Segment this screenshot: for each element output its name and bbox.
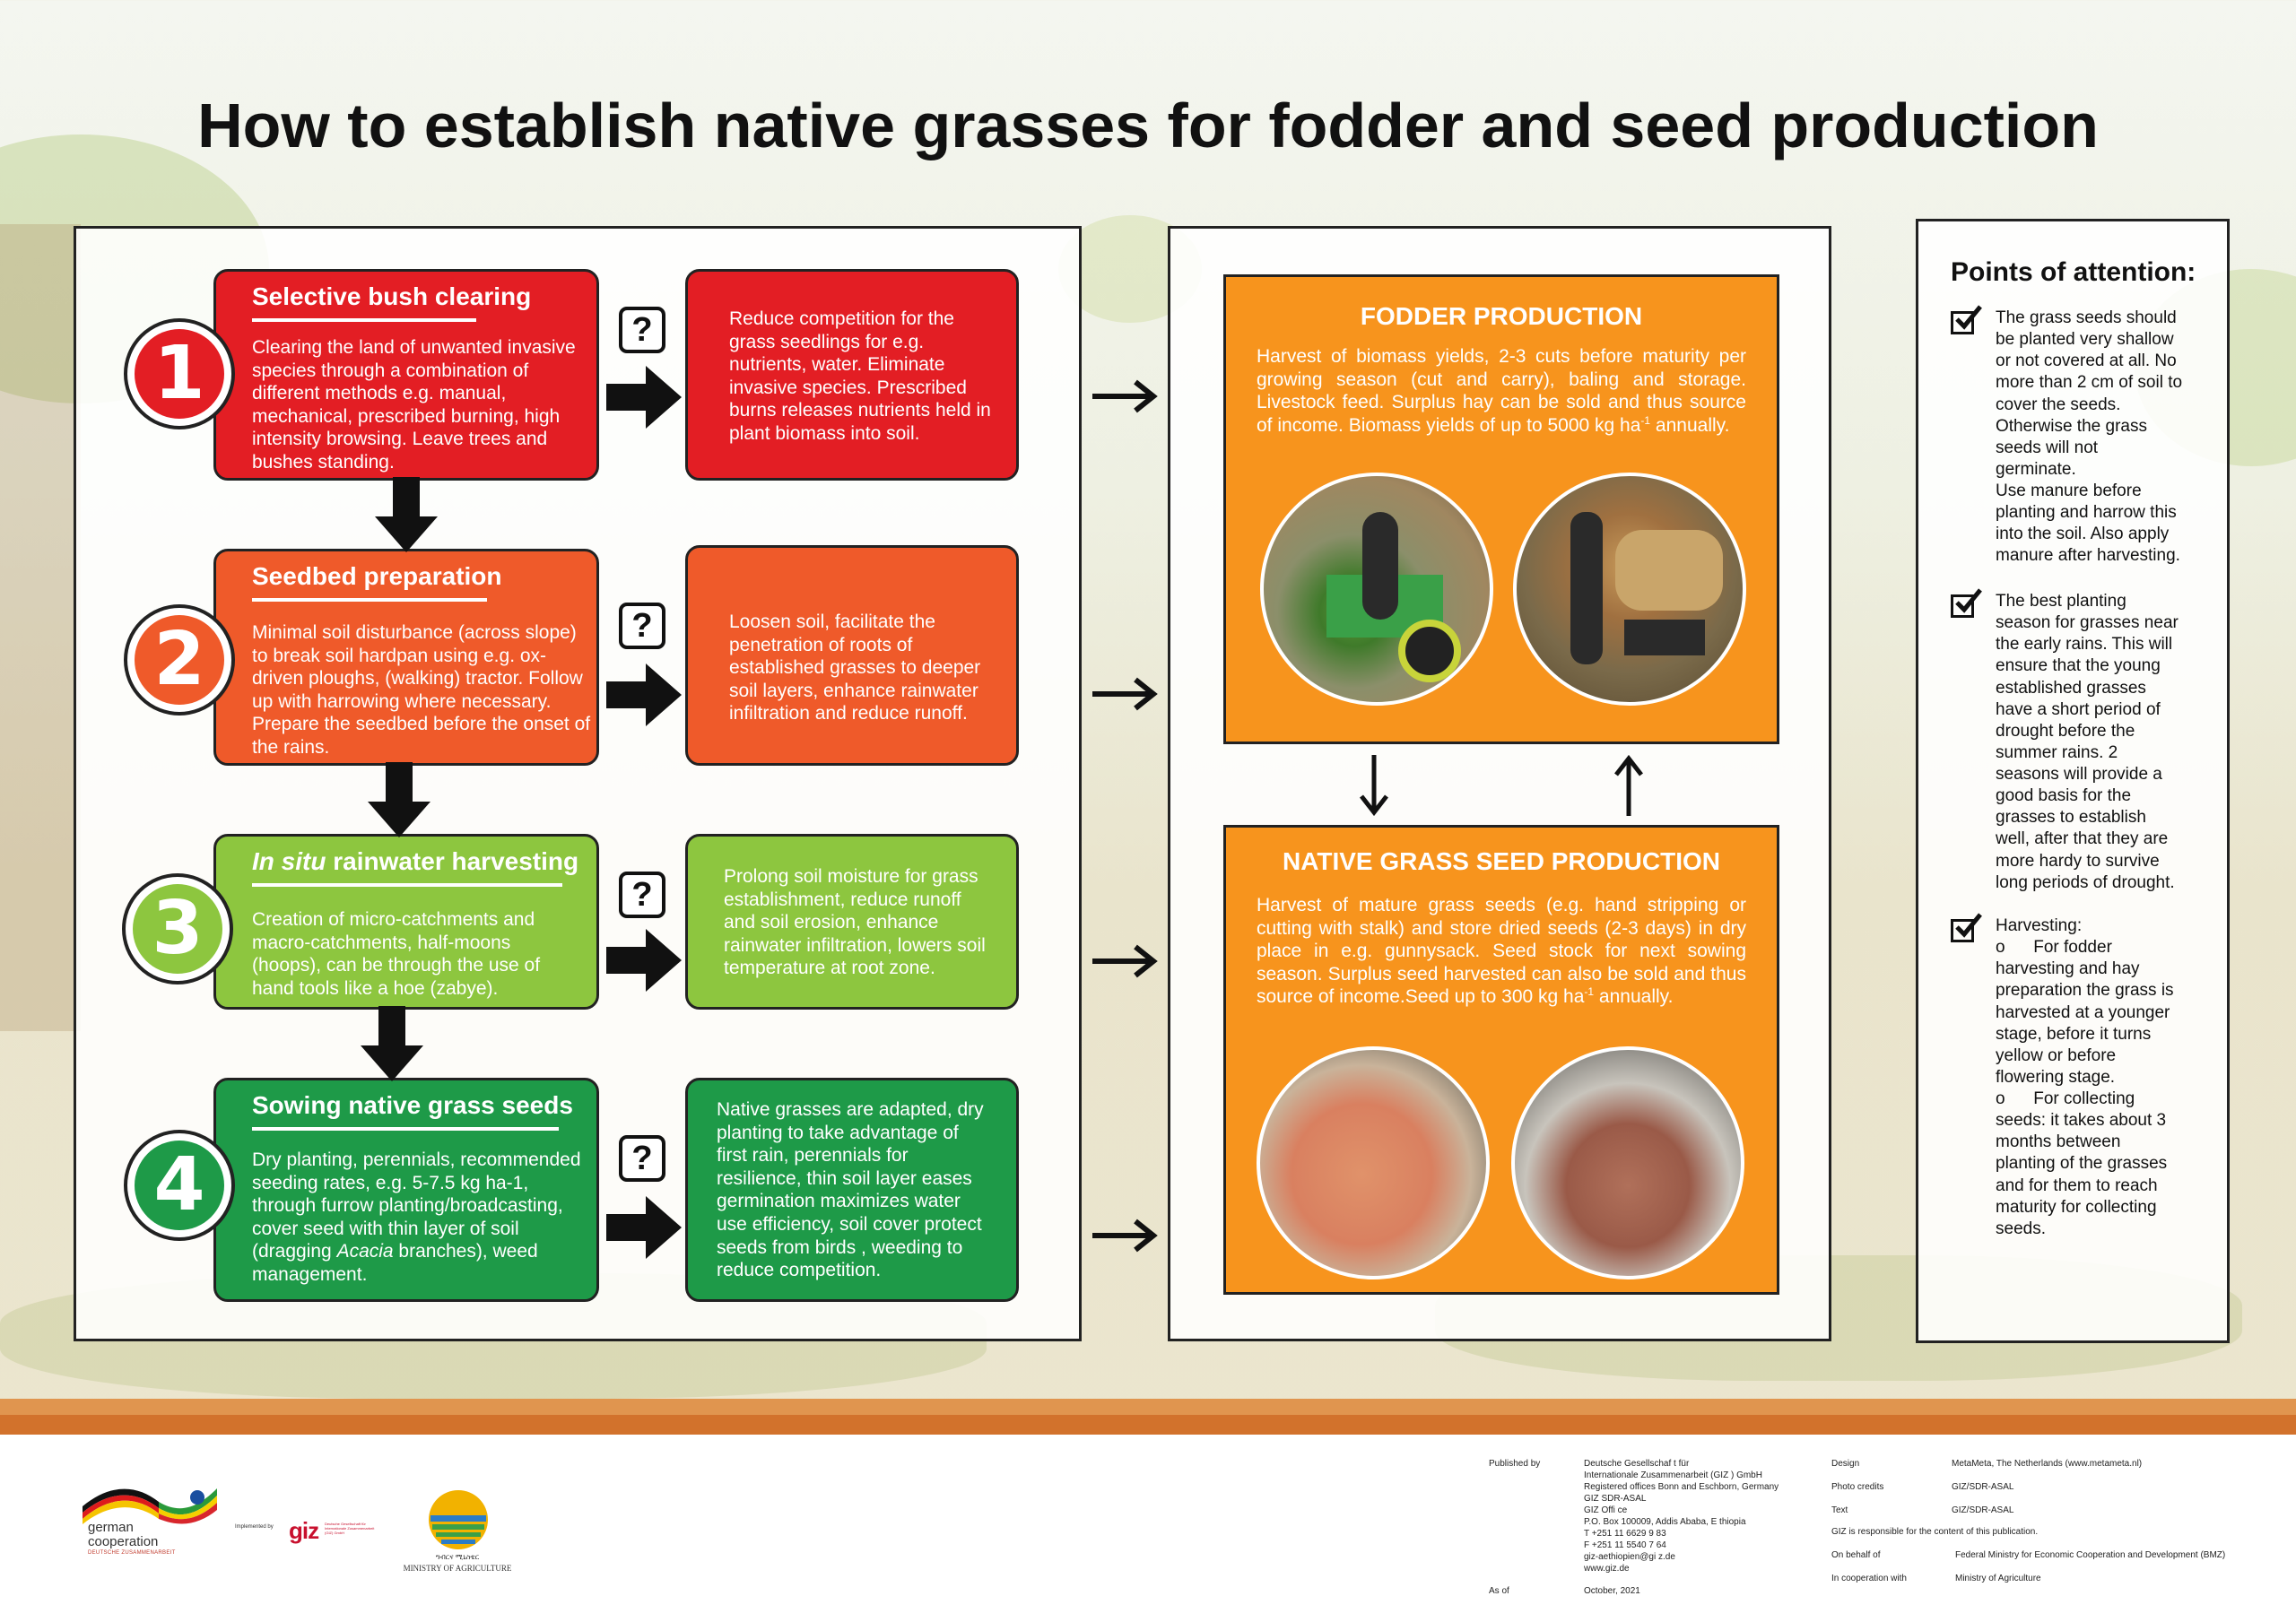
text-label: Text — [1831, 1505, 1848, 1515]
photo-credits-label: Photo credits — [1831, 1482, 1884, 1492]
german-cooperation-text-1: german — [88, 1520, 134, 1535]
question-mark-icon: ? — [619, 603, 665, 649]
checkbox-checked-icon — [1951, 588, 1982, 618]
published-by-label: Published by — [1489, 1459, 1541, 1469]
step-4-number: 4 — [135, 1141, 224, 1230]
step-4-text-b: branches), weed management. — [252, 1241, 538, 1286]
giz-logo: giz — [289, 1517, 319, 1544]
step-4-number-badge: 4 — [124, 1130, 235, 1241]
down-arrow-icon — [361, 1006, 423, 1081]
step-2-title: Seedbed preparation — [252, 562, 502, 590]
footer-band-dark — [0, 1415, 2296, 1435]
right-arrow-icon — [606, 664, 682, 726]
step-3-why-text: Prolong soil moisture for grass establis… — [724, 866, 986, 979]
step-1-number: 1 — [135, 329, 224, 419]
attention-title: Points of attention: — [1951, 257, 2196, 287]
down-arrow-icon — [368, 762, 430, 837]
design-label: Design — [1831, 1459, 1860, 1469]
seed-production-title: NATIVE GRASS SEED PRODUCTION — [1283, 847, 1720, 875]
right-arrow-icon — [1092, 677, 1158, 711]
question-mark-icon: ? — [619, 307, 665, 353]
cooperation-with: Ministry of Agriculture — [1955, 1574, 2041, 1583]
right-arrow-icon — [1092, 379, 1158, 413]
giz-logo-subtext: Deutsche Gesellschaft für Internationale… — [325, 1522, 375, 1535]
footer-band-light — [0, 1399, 2296, 1417]
step-4-text-a: Dry planting, perennials, recommended se… — [252, 1149, 581, 1262]
checkbox-checked-icon — [1951, 913, 1982, 942]
step-4-text: Dry planting, perennials, recommended se… — [252, 1149, 593, 1287]
german-cooperation-logo: german cooperation DEUTSCHE ZUSAMMENARBE… — [83, 1479, 217, 1560]
flags-ribbon-icon — [83, 1488, 217, 1524]
hay-wheelbarrow-photo — [1513, 473, 1746, 706]
down-arrow-icon — [1360, 755, 1388, 817]
fodder-production-text: Harvest of biomass yields, 2-3 cuts befo… — [1257, 346, 1746, 436]
step-1-text: Clearing the land of unwanted invasive s… — [252, 337, 576, 473]
responsibility-note: GIZ is responsible for the content of th… — [1831, 1527, 2039, 1537]
on-behalf-of: Federal Ministry for Economic Cooperatio… — [1955, 1550, 2226, 1560]
step-4-why-text: Native grasses are adapted, dry planting… — [717, 1099, 984, 1281]
checkbox-checked-icon — [1951, 305, 1982, 334]
step-3-number: 3 — [133, 884, 222, 974]
implemented-by-label: Implemented by — [235, 1524, 274, 1530]
up-arrow-icon — [1614, 754, 1643, 816]
step-3-box: In situ rainwater harvesting Creation of… — [213, 834, 599, 1010]
step-2-number: 2 — [135, 615, 224, 705]
step-3-title-rest: rainwater harvesting — [326, 847, 579, 875]
ministry-name: MINISTRY OF AGRICULTURE — [403, 1564, 512, 1573]
fodder-production-title: FODDER PRODUCTION — [1360, 302, 1643, 330]
step-1-title: Selective bush clearing — [252, 282, 532, 310]
step-3-number-badge: 3 — [122, 873, 233, 984]
text-credit: GIZ/SDR-ASAL — [1952, 1505, 2014, 1515]
attention-panel: Points of attention: The grass seeds sho… — [1916, 219, 2230, 1343]
step-1-why-text: Reduce competition for the grass seedlin… — [729, 308, 991, 445]
footer: german cooperation DEUTSCHE ZUSAMMENARBE… — [0, 1435, 2296, 1622]
step-3-text: Creation of micro-catchments and macro-c… — [252, 909, 541, 999]
photo-credits: GIZ/SDR-ASAL — [1952, 1482, 2014, 1492]
step-4-why-box: Native grasses are adapted, dry planting… — [685, 1078, 1019, 1302]
right-arrow-icon — [606, 366, 682, 429]
seed-production-box: NATIVE GRASS SEED PRODUCTION Harvest of … — [1223, 825, 1779, 1295]
design-credit: MetaMeta, The Netherlands (www.metameta.… — [1952, 1459, 2143, 1469]
step-4-title: Sowing native grass seeds — [252, 1091, 573, 1119]
right-arrow-icon — [606, 1196, 682, 1259]
step-2-number-badge: 2 — [124, 604, 235, 716]
on-behalf-label: On behalf of — [1831, 1550, 1881, 1560]
cooperation-label: In cooperation with — [1831, 1574, 1907, 1583]
fodder-baling-photo — [1260, 473, 1493, 706]
step-2-why-text: Loosen soil, facilitate the penetration … — [729, 612, 981, 724]
step-3-title: In situ rainwater harvesting — [252, 847, 578, 876]
ministry-emblem-icon — [429, 1490, 488, 1549]
question-mark-icon: ? — [619, 872, 665, 918]
step-2-box: Seedbed preparation Minimal soil disturb… — [213, 549, 599, 766]
step-3-why-box: Prolong soil moisture for grass establis… — [685, 834, 1019, 1010]
seed-production-text: Harvest of mature grass seeds (e.g. hand… — [1257, 895, 1746, 1008]
step-2-why-box: Loosen soil, facilitate the penetration … — [685, 545, 1019, 766]
right-arrow-icon — [606, 929, 682, 992]
down-arrow-icon — [375, 477, 438, 552]
ministry-logo: ግብርና ሚኒስቴር MINISTRY OF AGRICULTURE — [395, 1488, 520, 1587]
right-arrow-icon — [1092, 1219, 1158, 1253]
step-4-text-italic: Acacia — [336, 1241, 394, 1262]
step-4-box: Sowing native grass seeds Dry planting, … — [213, 1078, 599, 1302]
seed-sack-photo — [1257, 1046, 1490, 1279]
as-of-date: October, 2021 — [1584, 1586, 1640, 1596]
question-mark-icon: ? — [619, 1135, 665, 1182]
step-1-number-badge: 1 — [124, 318, 235, 429]
as-of-label: As of — [1489, 1586, 1509, 1596]
step-1-box: Selective bush clearing Clearing the lan… — [213, 269, 599, 481]
seed-sacks-photo — [1511, 1046, 1744, 1279]
ministry-amharic-name: ግብርና ሚኒስቴር — [435, 1553, 480, 1561]
german-cooperation-text-3: DEUTSCHE ZUSAMMENARBEIT — [88, 1550, 176, 1556]
poster-title: How to establish native grasses for fodd… — [197, 91, 2099, 160]
step-1-why-box: Reduce competition for the grass seedlin… — [685, 269, 1019, 481]
german-cooperation-text-2: cooperation — [88, 1534, 159, 1549]
step-2-text: Minimal soil disturbance (across slope) … — [252, 622, 591, 759]
right-arrow-icon — [1092, 944, 1158, 978]
step-3-title-italic: In situ — [252, 847, 326, 875]
fodder-production-box: FODDER PRODUCTION Harvest of biomass yie… — [1223, 274, 1779, 744]
